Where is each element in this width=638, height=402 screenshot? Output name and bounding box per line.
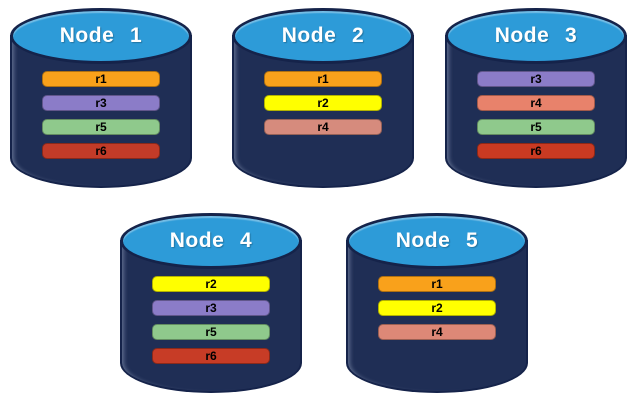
replica-bar-r2: r2	[152, 276, 270, 292]
replica-list: r1 r3 r5 r6	[10, 71, 192, 159]
replica-bar-r1: r1	[42, 71, 160, 87]
node-5: Node 5 r1 r2 r4	[346, 213, 528, 393]
node-title: Node 4	[169, 229, 253, 252]
replica-bar-r2: r2	[378, 300, 496, 316]
replica-bar-r4: r4	[264, 119, 382, 135]
replica-list: r1 r2 r4	[232, 71, 414, 135]
replica-bar-r3: r3	[152, 300, 270, 316]
cylinder-top: Node 5	[346, 213, 528, 269]
replica-bar-r1: r1	[378, 276, 496, 292]
replica-bar-r5: r5	[152, 324, 270, 340]
node-title: Node 5	[395, 229, 479, 252]
replica-bar-r1: r1	[264, 71, 382, 87]
replica-bar-r4: r4	[378, 324, 496, 340]
node-title: Node 2	[281, 24, 365, 47]
replica-bar-r3: r3	[42, 95, 160, 111]
replica-bar-r6: r6	[42, 143, 160, 159]
replica-bar-r3: r3	[477, 71, 595, 87]
replica-bar-r6: r6	[477, 143, 595, 159]
replica-bar-r4: r4	[477, 95, 595, 111]
cylinder-top: Node 4	[120, 213, 302, 269]
node-4: Node 4 r2 r3 r5 r6	[120, 213, 302, 393]
replica-bar-r2: r2	[264, 95, 382, 111]
node-2: Node 2 r1 r2 r4	[232, 8, 414, 188]
node-title: Node 3	[494, 24, 578, 47]
replica-bar-r6: r6	[152, 348, 270, 364]
replica-list: r3 r4 r5 r6	[445, 71, 627, 159]
cylinder-top: Node 3	[445, 8, 627, 64]
replica-bar-r5: r5	[477, 119, 595, 135]
cylinder-top: Node 1	[10, 8, 192, 64]
node-title: Node 1	[59, 24, 143, 47]
replica-bar-r5: r5	[42, 119, 160, 135]
cylinder-top: Node 2	[232, 8, 414, 64]
replica-list: r2 r3 r5 r6	[120, 276, 302, 364]
replica-list: r1 r2 r4	[346, 276, 528, 340]
node-1: Node 1 r1 r3 r5 r6	[10, 8, 192, 188]
node-3: Node 3 r3 r4 r5 r6	[445, 8, 627, 188]
